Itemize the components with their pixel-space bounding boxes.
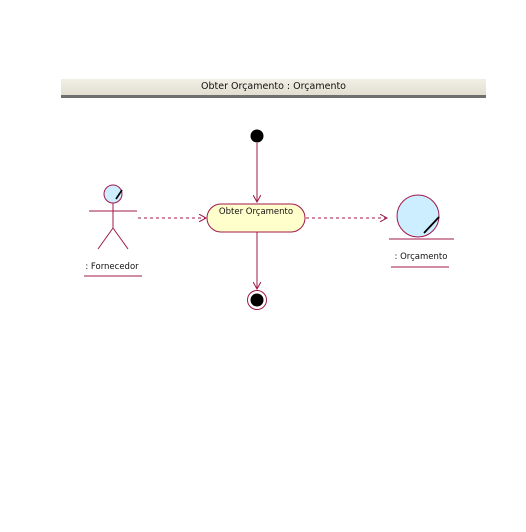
activity-label: Obter Orçamento — [219, 207, 293, 217]
diagram-title-bar: Obter Orçamento : Orçamento — [61, 79, 486, 98]
final-node[interactable] — [247, 290, 267, 310]
initial-node[interactable] — [250, 129, 264, 143]
actor-fornecedor[interactable]: : Fornecedor — [84, 184, 142, 277]
entity-circle — [396, 194, 440, 238]
entity-orcamento[interactable]: : Orçamento — [389, 194, 454, 268]
diagram-title: Obter Orçamento : Orçamento — [201, 81, 346, 92]
actor-label: : Fornecedor — [85, 262, 139, 272]
activity-node[interactable]: Obter Orçamento — [206, 203, 306, 233]
entity-label: : Orçamento — [395, 252, 448, 262]
